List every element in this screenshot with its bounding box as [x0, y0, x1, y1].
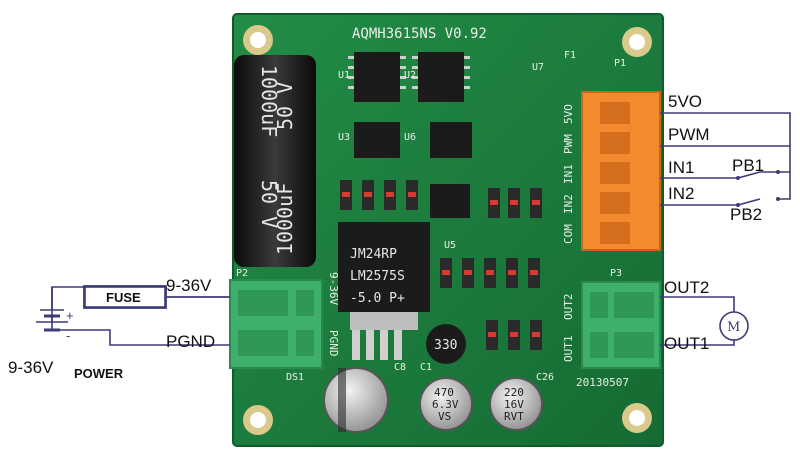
switch-contacts	[736, 170, 780, 207]
motor-symbol	[719, 311, 749, 341]
capacitor-1000uf: 1000uF 50 V 1000uF 50 V	[234, 55, 316, 267]
label-supply-voltage: 9-36V	[8, 358, 54, 377]
inductor-label: 330	[434, 338, 457, 353]
label-in1: IN1	[668, 158, 695, 177]
motor-label: M	[727, 320, 740, 335]
capacitor-big-line1: 1000uF	[257, 65, 281, 137]
battery-plus: +	[66, 308, 74, 323]
silk-in2: IN2	[562, 194, 575, 214]
inductor: 330	[426, 324, 466, 364]
ref-u7: U7	[532, 62, 544, 73]
label-pwm: PWM	[668, 125, 710, 144]
silk-5vo: 5VO	[562, 104, 575, 124]
cap2-line1: 220	[504, 386, 524, 399]
silk-pwm: PWM	[562, 134, 575, 154]
ref-p3: P3	[610, 268, 622, 279]
ref-f1: F1	[564, 50, 576, 61]
ref-designators: U1 U2 U3 U6 U5 U7 F1 P1 P2 P3 C8 C1 C26 …	[236, 50, 629, 389]
ref-u2: U2	[404, 70, 416, 81]
silk-pgnd: PGND	[327, 330, 340, 357]
label-pb2: PB2	[730, 205, 763, 224]
terminal-silk-control: 5VO PWM IN1 IN2 COM	[562, 104, 575, 244]
regulator-lm2575: JM24RP LM2575S -5.0 P+	[338, 222, 430, 360]
cap2-line2: 16V	[504, 398, 524, 411]
terminal-block-control	[581, 91, 661, 251]
silk-out2: OUT2	[562, 294, 575, 321]
silk-9-36v: 9-36V	[327, 272, 340, 305]
label-pb1: PB1	[732, 156, 765, 175]
ref-u3: U3	[338, 132, 350, 143]
ref-u6: U6	[404, 132, 416, 143]
battery-minus: -	[66, 328, 70, 343]
capacitor-big-line1b: 1000uF	[273, 183, 297, 255]
board-date-code: 20130507	[576, 376, 629, 389]
silk-in1: IN1	[562, 164, 575, 184]
silk-com: COM	[562, 224, 575, 244]
ref-ds1: DS1	[286, 372, 304, 383]
pcb-board	[232, 13, 664, 447]
smd-components	[340, 180, 542, 350]
cap1-line3: VS	[438, 410, 451, 423]
regulator-line2: LM2575S	[350, 269, 405, 284]
electrolytic-cans: 470 6.3V VS 220 16V RVT	[323, 367, 543, 433]
label-fuse: FUSE	[106, 290, 141, 305]
cap1-line1: 470	[434, 386, 454, 399]
label-out2: OUT2	[664, 278, 710, 297]
label-power-terminal: 9-36V	[166, 276, 212, 295]
capacitor-big-line2: 50 V	[257, 180, 281, 228]
ref-c8: C8	[394, 362, 406, 373]
cap1-line2: 6.3V	[432, 398, 459, 411]
battery-symbol	[36, 287, 68, 332]
cap2-line3: RVT	[504, 410, 524, 423]
ref-c1: C1	[420, 362, 432, 373]
fuse-box	[84, 286, 166, 308]
label-power: POWER	[74, 366, 124, 381]
board-title: AQMH3615NS V0.92	[352, 26, 487, 42]
ref-u5: U5	[444, 240, 456, 251]
ref-p1: P1	[614, 58, 626, 69]
regulator-line3: -5.0 P+	[350, 291, 405, 306]
label-5vo: 5VO	[668, 92, 703, 111]
terminal-block-power: 9-36V PGND	[229, 272, 340, 369]
silk-out1: OUT1	[562, 336, 575, 363]
ref-c26: C26	[536, 372, 554, 383]
regulator-line1: JM24RP	[350, 247, 397, 262]
ref-u1: U1	[338, 70, 350, 81]
ic-chips	[354, 52, 472, 218]
capacitor-big-line2b: 50 V	[273, 82, 297, 130]
label-out1: OUT1	[664, 334, 710, 353]
label-pgnd: PGND	[166, 332, 216, 351]
mounting-holes	[243, 25, 652, 435]
label-in2: IN2	[668, 184, 695, 203]
ic-pins	[348, 56, 470, 89]
ref-p2: P2	[236, 268, 248, 279]
terminal-block-output: OUT2 OUT1	[562, 281, 661, 369]
